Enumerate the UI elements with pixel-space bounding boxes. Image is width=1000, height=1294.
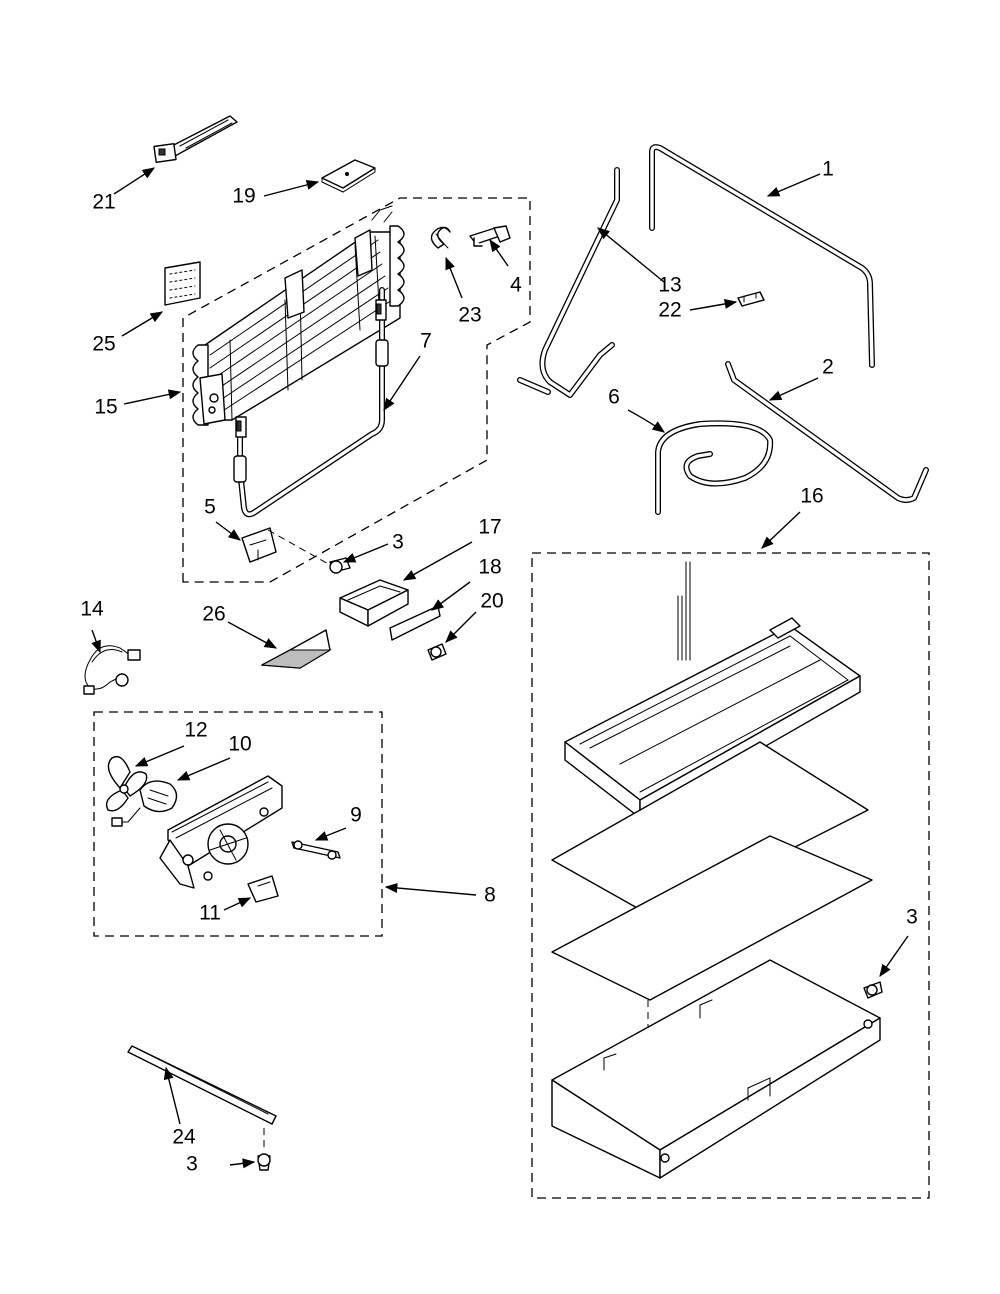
evaporator-group <box>182 197 531 583</box>
callout-labels: 1 2 3 3 3 4 5 6 7 8 9 10 11 12 13 14 15 … <box>80 158 918 1176</box>
callout-7: 7 <box>420 330 432 353</box>
screw-part-upper <box>267 529 351 574</box>
motor-bracket-part <box>291 840 341 860</box>
fan-blade-part <box>105 755 148 812</box>
callout-2: 2 <box>822 356 834 379</box>
wire-harness-part <box>83 645 141 695</box>
screw-part-right <box>863 981 883 999</box>
clip-part <box>241 527 277 563</box>
callout-3-upper: 3 <box>392 531 404 554</box>
duct-part <box>260 629 332 669</box>
bracket-box-part <box>339 579 409 627</box>
tube-part-1 <box>649 144 875 368</box>
callout-3-bottom: 3 <box>186 1153 198 1176</box>
callout-18: 18 <box>478 556 501 579</box>
fan-assembly-group <box>93 711 383 937</box>
callout-26: 26 <box>202 603 225 626</box>
callout-8: 8 <box>484 884 496 907</box>
insulation-sheet-upper <box>551 741 869 919</box>
fan-housing-part <box>159 775 283 889</box>
fan-motor-part <box>111 780 178 827</box>
tube-part-6 <box>655 420 774 515</box>
housing-clip-part <box>247 875 279 903</box>
callout-17: 17 <box>478 516 501 539</box>
callout-3-right: 3 <box>906 906 918 929</box>
callout-4: 4 <box>510 274 522 297</box>
strip-part <box>127 1045 277 1125</box>
callout-6: 6 <box>608 386 620 409</box>
drain-pan-group <box>531 552 930 1199</box>
callout-11: 11 <box>199 902 221 925</box>
callout-25: 25 <box>92 333 115 356</box>
plate-part <box>389 605 441 641</box>
callout-20: 20 <box>480 590 503 613</box>
screw-part-20 <box>427 643 447 661</box>
cable-tie-part <box>153 115 238 164</box>
callout-23: 23 <box>458 304 481 327</box>
callout-12: 12 <box>184 719 207 742</box>
callout-15: 15 <box>94 396 117 419</box>
callout-21: 21 <box>92 191 115 214</box>
clip-part-22 <box>737 291 765 307</box>
callout-13: 13 <box>658 274 681 297</box>
callout-9: 9 <box>350 804 362 827</box>
fan-assembly-boundary <box>93 711 383 937</box>
tube-part-2 <box>725 361 929 503</box>
evaporator-coil-part <box>192 205 405 426</box>
defrost-harness-part <box>233 287 389 518</box>
callout-22: 22 <box>658 299 681 322</box>
callout-19: 19 <box>232 185 255 208</box>
callout-1: 1 <box>822 158 834 181</box>
insulation-pad-part <box>164 261 201 306</box>
evaporator-group-boundary <box>182 197 531 583</box>
tube-part-13 <box>517 167 620 398</box>
bracket-part-small <box>469 225 511 247</box>
screw-part-bottom <box>257 1128 271 1171</box>
callout-24: 24 <box>172 1126 196 1149</box>
bottom-pan-part <box>551 959 881 1179</box>
callout-14: 14 <box>80 598 104 621</box>
callout-10: 10 <box>228 733 251 756</box>
leader-lines <box>91 167 909 1169</box>
callout-16: 16 <box>800 485 823 508</box>
drain-pan-boundary <box>531 552 930 1199</box>
insulation-sheet-lower <box>551 835 873 1001</box>
pad-part <box>321 159 376 193</box>
callout-5: 5 <box>204 496 216 519</box>
clip-ring-part <box>430 226 451 249</box>
